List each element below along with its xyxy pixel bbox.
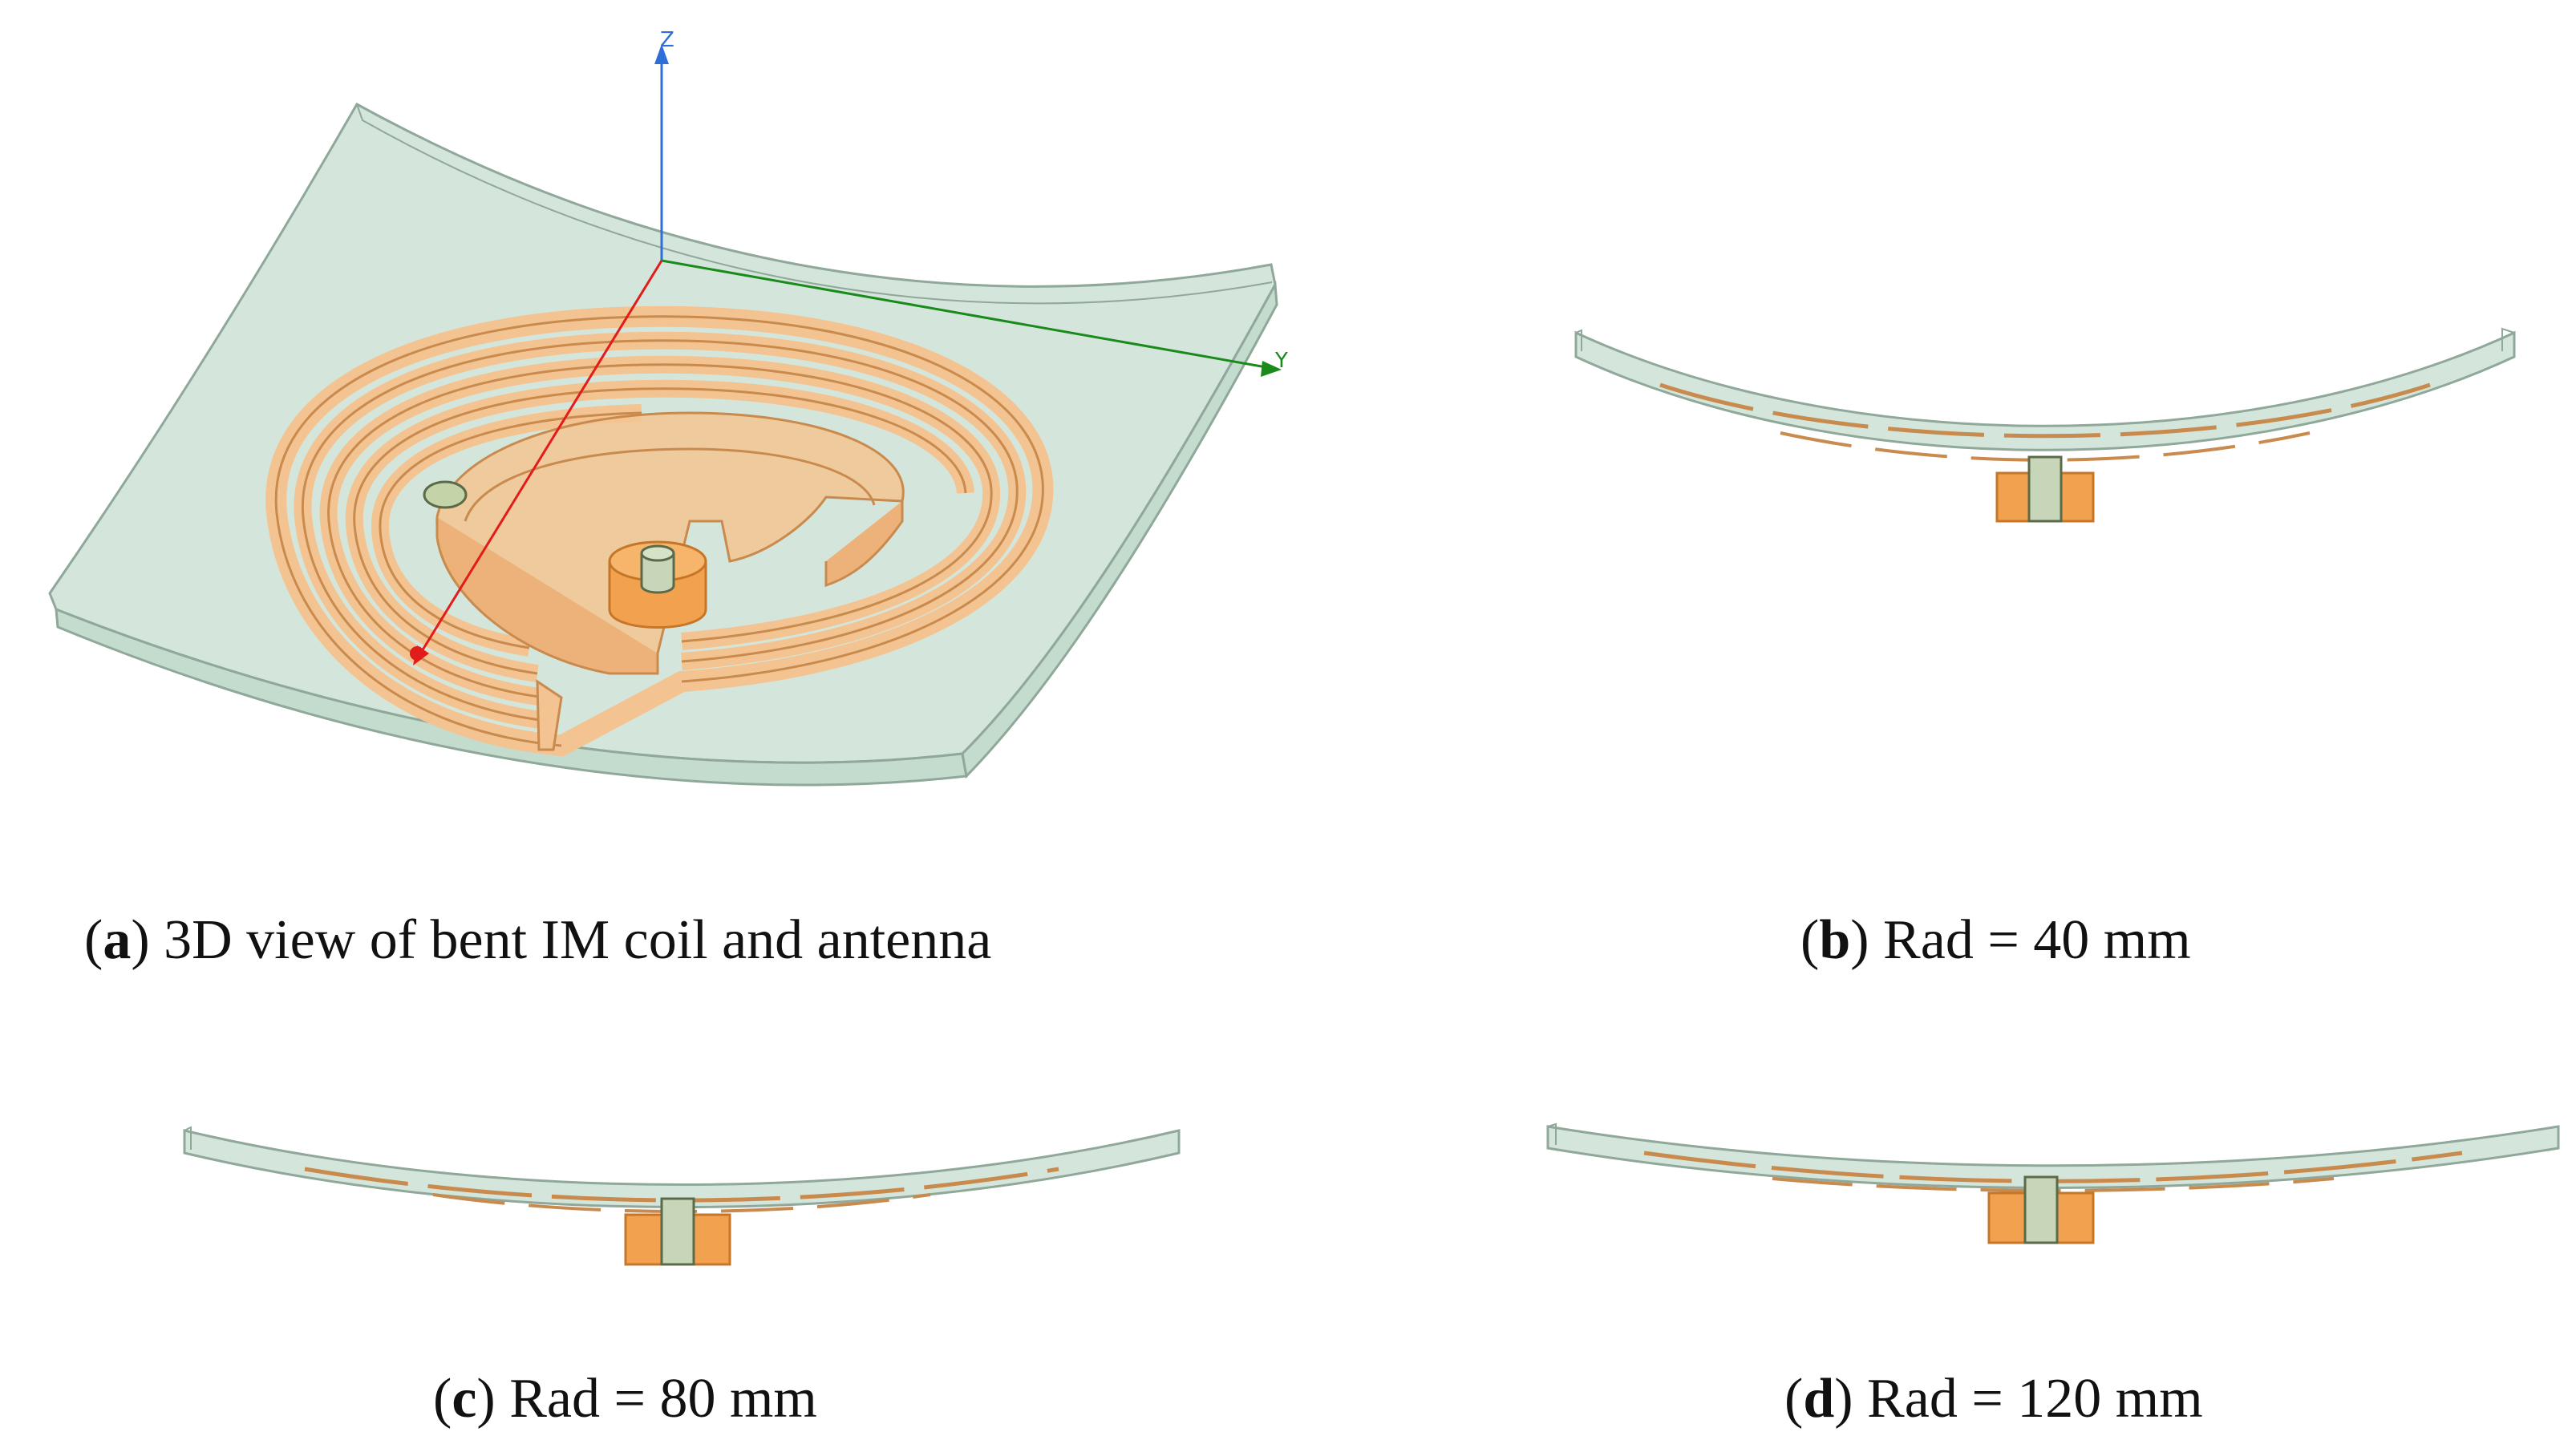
axis-y-label: Y xyxy=(1274,349,1288,373)
panel-d-drawing xyxy=(1546,1122,2560,1244)
panel-c-drawing xyxy=(183,1126,1181,1266)
caption-b-text: ) Rad = 40 mm xyxy=(1850,909,2191,971)
caption-d-text: ) Rad = 120 mm xyxy=(1834,1368,2203,1430)
caption-a: (a) 3D view of bent IM coil and antenna xyxy=(84,909,992,971)
caption-c-text: ) Rad = 80 mm xyxy=(476,1368,817,1430)
panel-b-drawing xyxy=(1574,327,2516,523)
panel-b-side-view xyxy=(1564,313,2526,545)
panel-c-side-view xyxy=(168,1114,1195,1283)
im-coil-spiral xyxy=(265,305,1054,757)
coordinate-axes: Z Y xyxy=(410,28,1288,665)
caption-c-letter: c xyxy=(452,1368,477,1430)
core-cylinder xyxy=(608,540,707,629)
caption-c: (c) Rad = 80 mm xyxy=(433,1368,817,1430)
panel-d-side-view xyxy=(1532,1114,2574,1267)
caption-d-letter: d xyxy=(1803,1368,1835,1430)
shorting-pin xyxy=(423,480,468,509)
antenna-patch xyxy=(435,411,905,675)
panel-a-drawing: Z Y xyxy=(48,28,1288,787)
caption-b: (b) Rad = 40 mm xyxy=(1800,909,2191,971)
caption-a-text: ) 3D view of bent IM coil and antenna xyxy=(131,909,992,971)
panel-a-3d-view: Z Y xyxy=(0,0,1363,874)
axis-z-label: Z xyxy=(660,28,674,52)
caption-d: (d) Rad = 120 mm xyxy=(1784,1368,2203,1430)
caption-a-letter: a xyxy=(103,909,132,971)
caption-b-letter: b xyxy=(1819,909,1851,971)
